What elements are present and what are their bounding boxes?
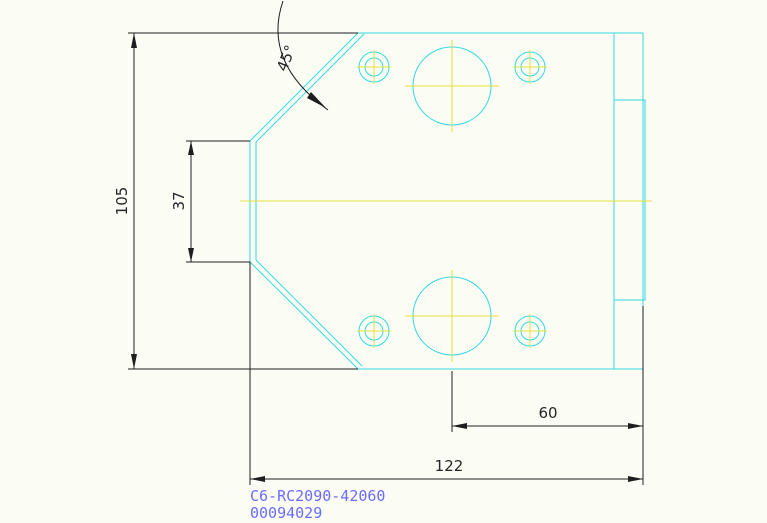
centerlines [240, 40, 652, 362]
dimension-60: 60 [451, 306, 644, 485]
dim-text-122: 122 [435, 457, 464, 475]
arrow-122-left [250, 476, 265, 482]
dim-text-60: 60 [538, 404, 557, 422]
arrow-37-bottom [188, 248, 194, 262]
arrow-122-right [628, 476, 643, 482]
dimension-105: 105 [113, 32, 358, 370]
dim-text-45: 45° [273, 42, 300, 73]
arrow-105-top [131, 33, 137, 48]
arrow-105-bottom [131, 354, 137, 369]
plate-chamfer-inner-top [255, 33, 365, 143]
dimension-122: 122 [249, 262, 643, 485]
arrow-60-right [628, 423, 643, 429]
part-number-label: C6-RC2090-42060 [250, 487, 386, 505]
plate-chamfer-inner-bottom [255, 259, 363, 367]
dim-text-37: 37 [170, 191, 188, 210]
dim-text-105: 105 [113, 187, 131, 216]
side-flange-slot [613, 99, 646, 301]
dimension-37: 37 [170, 140, 250, 263]
arrow-37-top [188, 141, 194, 155]
serial-number-label: 00094029 [250, 504, 323, 522]
arrow-angle [307, 92, 326, 108]
arrow-60-left [452, 423, 467, 429]
dimension-angle-45: 45° [273, 0, 358, 111]
